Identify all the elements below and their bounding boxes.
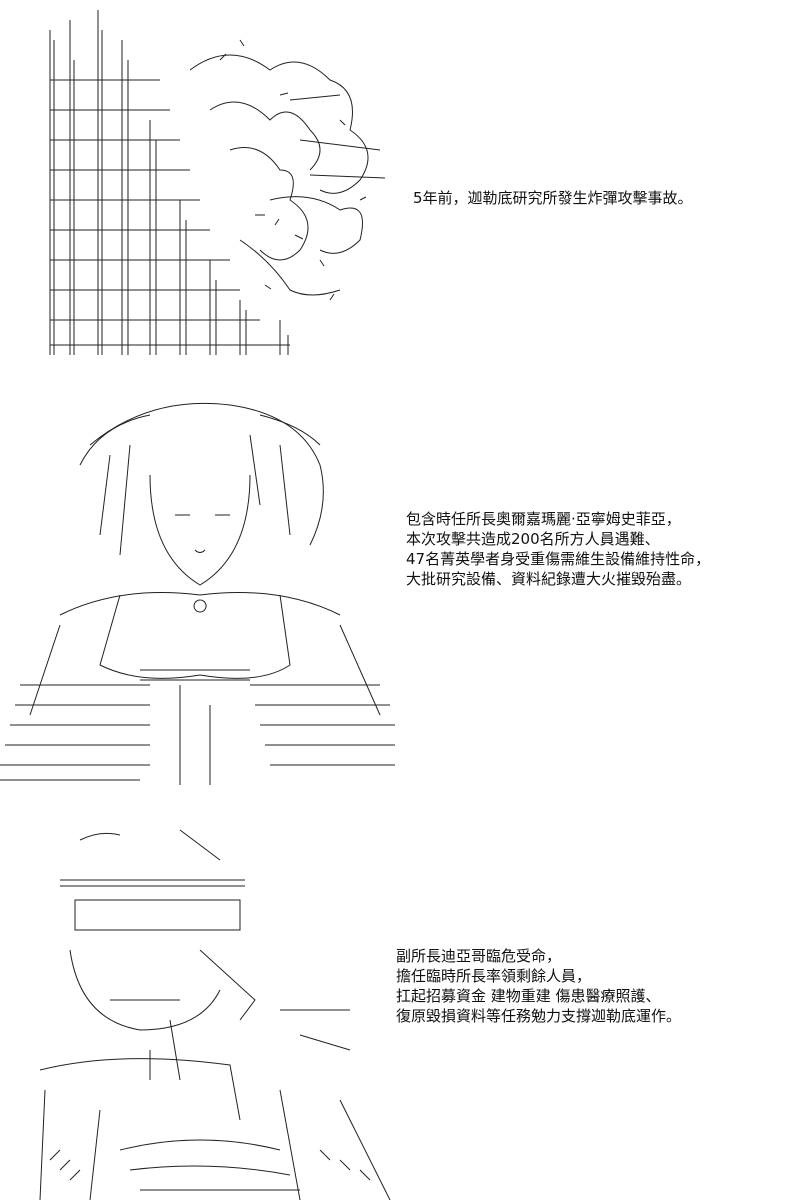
caption-line: 復原毀損資料等任務勉力支撐迦勒底運作。	[396, 1007, 682, 1025]
caption-line: 大批研究設備、資料紀錄遭大火摧毀殆盡。	[406, 570, 692, 588]
panel-2: 包含時任所長奧爾嘉瑪麗‧亞寧姆史菲亞， 本次攻擊共造成200名所方人員遇難、 4…	[0, 385, 800, 790]
caption-line: 扛起招募資金 建物重建 傷患醫療照護、	[396, 987, 661, 1005]
building-floors	[50, 79, 290, 346]
coat-body	[39, 1058, 391, 1200]
ascii-art-building-explosion	[40, 0, 390, 360]
panel-1: 5年前，迦勒底研究所發生炸彈攻擊事故。	[0, 0, 800, 370]
caption-line: 47名菁英學者身受重傷需維生設備維持性命，	[406, 550, 711, 568]
shoulders-arms	[29, 592, 381, 716]
caption-panel-1: 5年前，迦勒底研究所發生炸彈攻擊事故。	[413, 188, 693, 208]
caption-line: 本次攻擊共造成200名所方人員遇難、	[406, 530, 660, 548]
explosion-smoke	[189, 54, 386, 296]
coat-hatching	[49, 1149, 371, 1181]
panel-3: 副所長迪亞哥臨危受命， 擔任臨時所長率領剩餘人員， 扛起招募資金 建物重建 傷患…	[0, 820, 800, 1200]
caption-line: 5年前，迦勒底研究所發生炸彈攻擊事故。	[413, 189, 693, 207]
ascii-art-masked-character	[0, 820, 410, 1200]
building-columns	[49, 10, 289, 355]
face-outline	[149, 474, 251, 586]
caption-panel-2: 包含時任所長奧爾嘉瑪麗‧亞寧姆史菲亞， 本次攻擊共造成200名所方人員遇難、 4…	[406, 509, 710, 589]
caption-line: 包含時任所長奧爾嘉瑪麗‧亞寧姆史菲亞，	[406, 510, 681, 528]
clothing-hatching	[0, 684, 395, 785]
caption-line: 擔任臨時所長率領剩餘人員，	[396, 967, 592, 985]
caption-panel-3: 副所長迪亞哥臨危受命， 擔任臨時所長率領剩餘人員， 扛起招募資金 建物重建 傷患…	[396, 946, 681, 1026]
caption-line: 副所長迪亞哥臨危受命，	[396, 947, 562, 965]
hat-brim	[60, 829, 245, 887]
face-mask	[69, 899, 241, 1031]
belt-ornaments	[140, 599, 250, 681]
coat-collar	[149, 949, 351, 1081]
ascii-art-character-portrait	[0, 385, 410, 790]
debris-marks	[219, 39, 367, 301]
hair-outline	[79, 402, 324, 556]
